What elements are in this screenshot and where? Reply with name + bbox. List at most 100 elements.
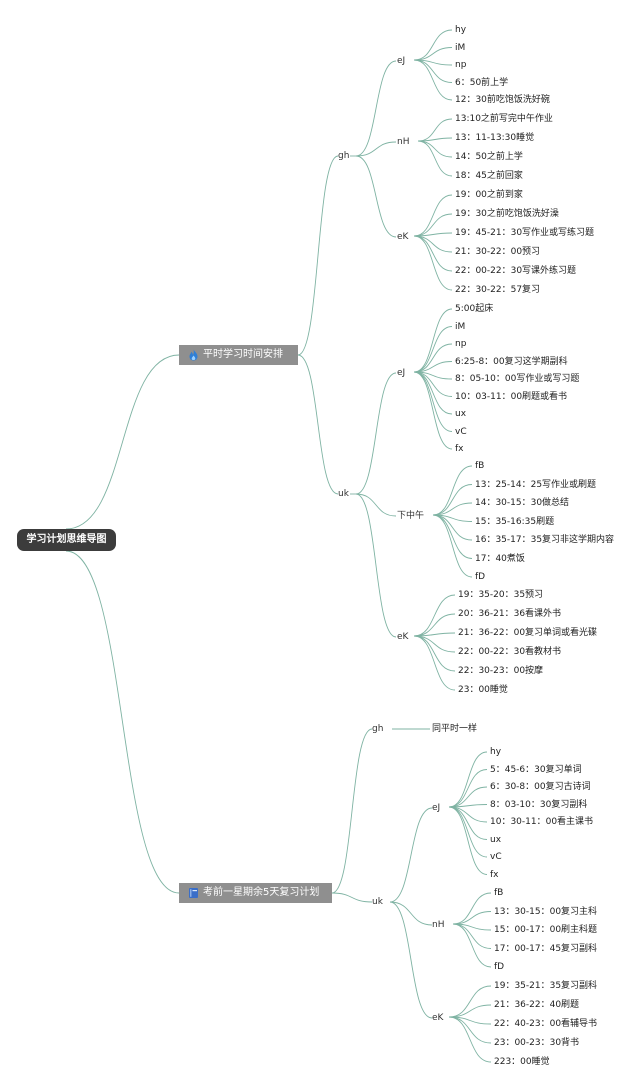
leaf-node[interactable]: 19：30之前吃饱饭洗好澡 <box>455 209 559 219</box>
leaf-node[interactable]: 12：30前吃饱饭洗好碗 <box>455 95 550 105</box>
leaf-node[interactable]: 13：30-15：00复习主科 <box>494 906 598 917</box>
leaf-node[interactable]: 8：05-10：00写作业或写习题 <box>455 374 580 384</box>
leaf-node[interactable]: 19：35-20：35预习 <box>458 590 544 600</box>
connector-uk-afternoon <box>355 493 397 517</box>
leaf-node[interactable]: iM <box>455 321 466 332</box>
leaf-node[interactable]: 19：00之前到家 <box>455 190 523 200</box>
leaf-node[interactable]: 13：11-13:30睡觉 <box>455 133 535 143</box>
connector-leaf <box>413 635 456 672</box>
leaf-node[interactable]: 17：00-17：45复习副科 <box>494 943 598 954</box>
leaf-node[interactable]: fD <box>475 572 486 582</box>
branch-afternoon[interactable]: 下中午 <box>397 511 425 521</box>
leaf-node[interactable]: 6:25-8：00复习这学期副科 <box>455 356 568 367</box>
connector-main2-uk <box>331 892 373 903</box>
leaf-node[interactable]: 22：00-22：30看教材书 <box>458 647 562 657</box>
branch-eJ[interactable]: eJ <box>397 56 406 66</box>
leaf-node[interactable]: 19：45-21：30写作业或写练习题 <box>455 228 595 238</box>
leaf-node[interactable]: np <box>455 339 467 349</box>
leaf-node[interactable]: 22：30-22：57复习 <box>455 285 541 295</box>
connector-leaf <box>413 59 453 101</box>
branch-eK[interactable]: eK <box>397 632 409 642</box>
leaf-node[interactable]: 5：45-6：30复习单词 <box>490 764 582 775</box>
leaf-node[interactable]: fx <box>455 444 464 454</box>
branch-eK[interactable]: eK <box>397 232 409 242</box>
connector-leaf <box>448 1016 492 1063</box>
branch-eK[interactable]: eK <box>432 1013 444 1023</box>
leaf-node[interactable]: fD <box>494 962 505 972</box>
connector-leaf <box>413 308 453 373</box>
leaf-node[interactable]: 13：25-14：25写作业或刷题 <box>475 479 597 490</box>
leaf-node[interactable]: 同平时一样 <box>432 724 478 734</box>
branch-uk[interactable]: uk <box>338 489 349 499</box>
connector-leaf <box>413 194 453 237</box>
branch-eJ[interactable]: eJ <box>432 803 441 813</box>
connector-gh-eJ <box>355 60 397 157</box>
branch-eJ[interactable]: eJ <box>397 368 406 378</box>
connector-leaf <box>448 985 492 1018</box>
leaf-node[interactable]: iM <box>455 42 466 53</box>
leaf-node[interactable]: np <box>455 60 467 70</box>
leaf-node[interactable]: 5:00起床 <box>455 304 494 314</box>
connector-leaf <box>448 769 488 808</box>
leaf-node[interactable]: 10：30-11：00看主课书 <box>490 817 594 827</box>
leaf-node[interactable]: 16：35-17：35复习非这学期内容 <box>475 535 615 545</box>
leaf-node[interactable]: 20：36-21：36看课外书 <box>458 609 562 619</box>
leaf-node[interactable]: fB <box>475 461 485 471</box>
leaf-node[interactable]: fB <box>494 888 504 898</box>
leaf-node[interactable]: 15：35-16:35刷题 <box>475 516 555 527</box>
connector-leaf <box>452 923 492 968</box>
connector-leaf <box>432 514 473 559</box>
leaf-node[interactable]: 21：36-22：00复习单词或看光碟 <box>458 628 598 638</box>
connector-leaf <box>413 635 456 653</box>
leaf-node[interactable]: 14：50之前上学 <box>455 152 523 162</box>
leaf-node[interactable]: 14：30-15：30做总结 <box>475 498 570 508</box>
leaf-node[interactable]: 13:10之前写完中午作业 <box>455 114 553 124</box>
connector-leaf <box>417 140 453 177</box>
leaf-node[interactable]: 17：40煮饭 <box>475 553 525 564</box>
leaf-node[interactable]: vC <box>490 852 502 862</box>
connector-leaf <box>413 613 456 637</box>
main-node-exam-review-plan[interactable]: 考前一星期余5天复习计划 <box>179 883 332 903</box>
connector-leaf <box>413 371 453 432</box>
leaf-node[interactable]: 10：03-11：00刷题或看书 <box>455 391 568 402</box>
leaf-node[interactable]: 22：30-23：00按摩 <box>458 666 544 676</box>
connector-leaf <box>448 806 488 840</box>
leaf-node[interactable]: vC <box>455 426 467 437</box>
leaf-node[interactable]: 23：00-23：30背书 <box>494 1038 580 1048</box>
connector-leaf <box>432 502 473 516</box>
connector-leaf <box>413 371 453 450</box>
leaf-node[interactable]: 6：50前上学 <box>455 77 509 88</box>
leaf-node[interactable]: 6：30-8：00复习古诗词 <box>490 782 591 792</box>
book-icon <box>189 888 198 898</box>
leaf-node[interactable]: 23：00睡觉 <box>458 685 508 695</box>
leaf-node[interactable]: ux <box>455 409 467 419</box>
connector-uk-eK <box>355 493 397 638</box>
leaf-node[interactable]: 22：00-22：30写课外练习题 <box>455 266 577 276</box>
leaf-node[interactable]: 22：40-23：00看辅导书 <box>494 1019 598 1029</box>
leaf-node[interactable]: ux <box>490 834 502 845</box>
branch-uk[interactable]: uk <box>372 897 383 907</box>
leaf-node[interactable]: hy <box>490 747 502 757</box>
branch-gh[interactable]: gh <box>338 151 350 161</box>
leaf-node[interactable]: 8：03-10：30复习副科 <box>490 799 588 810</box>
connector-leaf <box>432 465 473 516</box>
leaf-node[interactable]: 15：00-17：00刷主科题 <box>494 925 598 935</box>
branch-nH[interactable]: nH <box>397 137 410 147</box>
root-node[interactable]: 学习计划思维导图 <box>17 529 116 551</box>
leaf-node[interactable]: 21：30-22：00预习 <box>455 247 541 257</box>
connector-leaf <box>413 361 453 373</box>
connector-leaf <box>448 786 488 808</box>
connector-leaf <box>448 1004 492 1018</box>
leaf-node[interactable]: 19：35-21：35复习副科 <box>494 981 598 991</box>
leaf-node[interactable]: 18：45之前回家 <box>455 171 523 181</box>
leaf-node[interactable]: 223：00睡觉 <box>494 1057 550 1067</box>
branch-nH[interactable]: nH <box>432 920 445 930</box>
connector-leaf <box>448 806 488 875</box>
connector-main1-gh <box>297 155 339 356</box>
leaf-node[interactable]: fx <box>490 869 499 880</box>
branch-gh[interactable]: gh <box>372 724 384 734</box>
leaf-node[interactable]: hy <box>455 25 467 35</box>
flame-icon <box>189 349 198 361</box>
main-node-daily-schedule[interactable]: 平时学习时间安排 <box>179 345 298 365</box>
leaf-node[interactable]: 21：36-22：40刷题 <box>494 1000 580 1010</box>
